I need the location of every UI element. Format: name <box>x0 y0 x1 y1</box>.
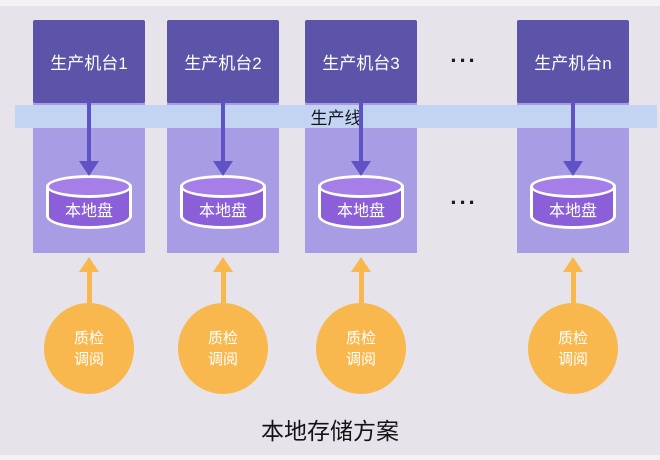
inspection-label-line2: 调阅 <box>345 350 376 368</box>
inspection-label-line1: 质检 <box>557 329 588 347</box>
inspection-label-line1: 质检 <box>73 329 104 347</box>
up-arrow-icon <box>563 257 583 272</box>
bottom-edge-strip <box>0 455 660 460</box>
production-column-2: 生产机台2 本地盘 质检 调阅 <box>167 0 279 460</box>
top-edge-strip <box>0 0 660 6</box>
inspection-circle: 质检 调阅 <box>44 303 134 394</box>
local-disk-label: 本地盘 <box>336 202 385 220</box>
local-disk-cylinder: 本地盘 <box>46 175 132 229</box>
down-arrow-icon <box>221 101 225 162</box>
local-disk-label: 本地盘 <box>548 202 597 220</box>
down-arrow-icon <box>213 161 233 176</box>
inspection-label-line2: 调阅 <box>557 350 588 368</box>
up-arrow-icon <box>351 257 371 272</box>
production-column-3: 生产机台3 本地盘 质检 调阅 <box>305 0 417 460</box>
machine-label: 生产机台3 <box>322 54 400 73</box>
up-arrow-icon <box>359 270 364 303</box>
down-arrow-icon <box>87 101 91 162</box>
disks-ellipsis: ... <box>450 184 478 209</box>
machine-box: 生产机台1 <box>33 20 145 103</box>
local-disk-cylinder: 本地盘 <box>180 175 266 229</box>
inspection-circle: 质检 调阅 <box>178 303 268 394</box>
production-line-bar: 生产线 <box>15 105 657 128</box>
machine-label: 生产机台2 <box>184 54 262 73</box>
inspection-label-line2: 调阅 <box>207 350 238 368</box>
local-disk-cylinder: 本地盘 <box>530 175 616 229</box>
down-arrow-icon <box>563 161 583 176</box>
production-column-1: 生产机台1 本地盘 质检 调阅 <box>33 0 145 460</box>
up-arrow-icon <box>571 270 576 303</box>
machine-box: 生产机台n <box>517 20 629 103</box>
inspection-circle: 质检 调阅 <box>316 303 406 394</box>
up-arrow-icon <box>87 270 92 303</box>
inspection-label-line1: 质检 <box>207 329 238 347</box>
inspection-circle: 质检 调阅 <box>528 303 618 394</box>
local-disk-label: 本地盘 <box>198 202 247 220</box>
down-arrow-icon <box>571 101 575 162</box>
machine-label: 生产机台n <box>534 54 612 73</box>
inspection-label-line2: 调阅 <box>73 350 104 368</box>
machine-label: 生产机台1 <box>50 54 128 73</box>
machine-box: 生产机台2 <box>167 20 279 103</box>
local-disk-label: 本地盘 <box>64 202 113 220</box>
down-arrow-icon <box>79 161 99 176</box>
diagram-title: 本地存储方案 <box>261 418 399 444</box>
machines-ellipsis: ... <box>450 42 478 67</box>
inspection-label-line1: 质检 <box>345 329 376 347</box>
up-arrow-icon <box>221 270 226 303</box>
down-arrow-icon <box>351 161 371 176</box>
local-disk-cylinder: 本地盘 <box>318 175 404 229</box>
production-column-n: 生产机台n 本地盘 质检 调阅 <box>517 0 629 460</box>
up-arrow-icon <box>79 257 99 272</box>
down-arrow-icon <box>359 101 363 162</box>
up-arrow-icon <box>213 257 233 272</box>
machine-box: 生产机台3 <box>305 20 417 103</box>
production-line-label: 生产线 <box>310 109 362 128</box>
